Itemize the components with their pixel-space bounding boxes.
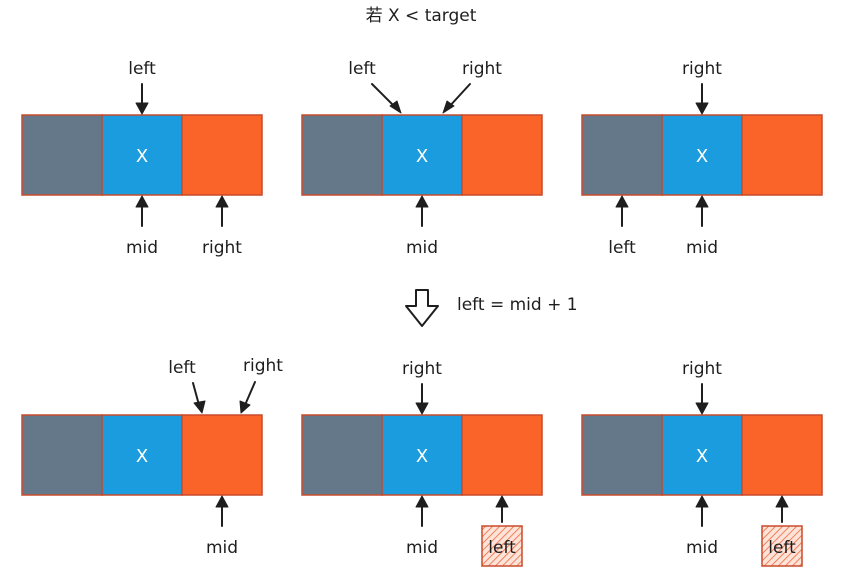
mid-label: mid xyxy=(686,538,718,558)
right-pointer-arrow xyxy=(244,381,256,406)
cell-gray xyxy=(581,114,663,196)
cell-x-label: X xyxy=(416,146,428,167)
cell-orange xyxy=(181,114,263,196)
mid-label: mid xyxy=(126,238,158,258)
cell-gray xyxy=(21,114,103,196)
left-label: left xyxy=(488,538,516,558)
arrow-head xyxy=(239,400,251,414)
bottom-row-group-2: X right mid left xyxy=(301,359,543,567)
cell-x xyxy=(661,414,743,496)
left-label: left xyxy=(128,59,156,79)
arrow-head xyxy=(442,100,455,114)
arrow-head xyxy=(389,100,402,114)
diagram-title: 若 X < target xyxy=(366,6,477,26)
cell-x xyxy=(661,114,743,196)
left-label: left xyxy=(768,538,796,558)
bottom-row-group-3: X right mid left xyxy=(581,359,823,567)
left-label: left xyxy=(168,358,196,378)
top-row-group-1: X left mid right xyxy=(21,59,263,258)
cell-orange xyxy=(181,414,263,496)
right-label: right xyxy=(682,59,722,79)
cell-x-label: X xyxy=(696,146,708,167)
cell-orange xyxy=(461,114,543,196)
left-out-of-range-box xyxy=(481,525,523,567)
right-label: right xyxy=(402,359,442,379)
cell-orange xyxy=(461,414,543,496)
transition-label: left = mid + 1 xyxy=(457,295,578,315)
cell-x xyxy=(101,114,183,196)
arrow-head xyxy=(193,400,206,414)
bottom-row-group-1: X left right mid xyxy=(21,356,283,558)
right-label: right xyxy=(682,359,722,379)
left-label: left xyxy=(608,238,636,258)
cell-x xyxy=(381,414,463,496)
left-pointer-arrow xyxy=(192,382,200,406)
cell-x-label: X xyxy=(416,446,428,467)
arrow-head xyxy=(695,402,709,415)
cell-orange xyxy=(741,414,823,496)
right-label: right xyxy=(202,238,242,258)
right-label: right xyxy=(243,356,283,376)
left-label: left xyxy=(348,59,376,79)
mid-label: mid xyxy=(406,238,438,258)
arrow-head xyxy=(135,102,149,115)
top-row-group-3: X right left mid xyxy=(581,59,823,258)
cell-gray xyxy=(301,114,383,196)
mid-label: mid xyxy=(406,538,438,558)
down-arrow-icon xyxy=(405,289,439,327)
cell-x-label: X xyxy=(136,146,148,167)
cell-x-label: X xyxy=(136,446,148,467)
mid-label: mid xyxy=(686,238,718,258)
cell-gray xyxy=(581,414,663,496)
cell-orange xyxy=(741,114,823,196)
cell-x xyxy=(381,114,463,196)
left-out-of-range-box xyxy=(761,525,803,567)
cell-gray xyxy=(21,414,103,496)
right-label: right xyxy=(462,59,502,79)
arrow-head xyxy=(415,402,429,415)
cell-x-label: X xyxy=(696,446,708,467)
top-row-group-2: X left right mid xyxy=(301,59,543,258)
cell-gray xyxy=(301,414,383,496)
mid-label: mid xyxy=(206,538,238,558)
arrow-head xyxy=(695,102,709,115)
